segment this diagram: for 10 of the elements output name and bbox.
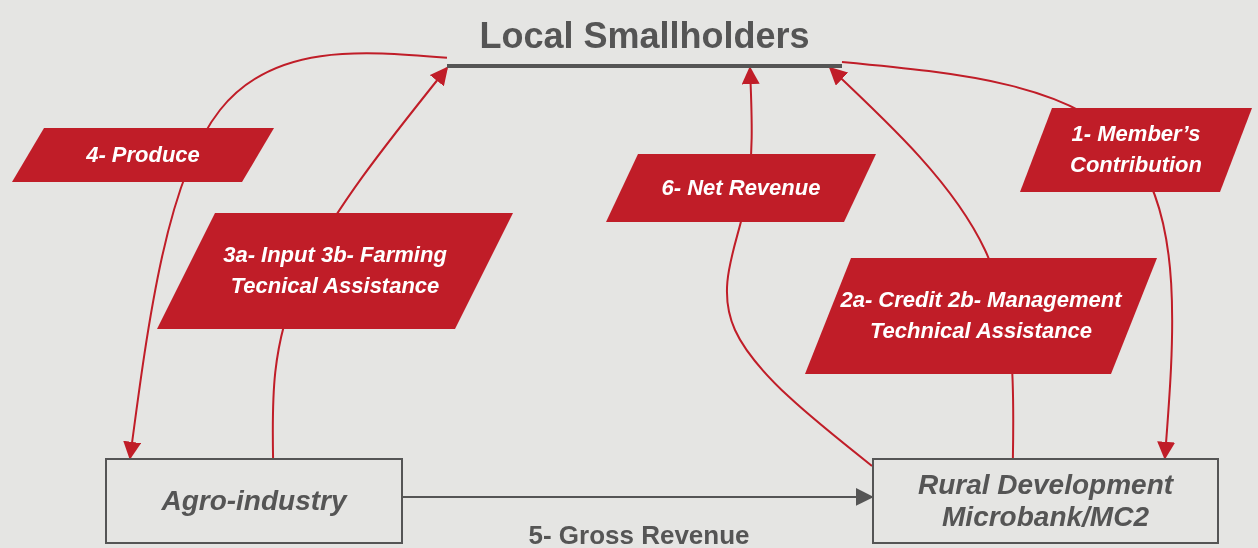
edge-label: 6- Net Revenue bbox=[606, 154, 876, 222]
edge-label: 4- Produce bbox=[12, 128, 274, 182]
edge-label: 2a- Credit 2b- Management Technical Assistance bbox=[805, 258, 1157, 374]
process-box: Rural Development Microbank/MC2 bbox=[872, 458, 1219, 544]
process-box: Agro-industry bbox=[105, 458, 403, 544]
edge-label: 3a- Input 3b- Farming Tecnical Assistance bbox=[157, 213, 513, 329]
arrow bbox=[123, 52, 448, 460]
arrow bbox=[402, 487, 874, 506]
title-heading: Local Smallholders bbox=[447, 8, 842, 68]
edge-label: 1- Member’s Contribution bbox=[1020, 108, 1252, 192]
